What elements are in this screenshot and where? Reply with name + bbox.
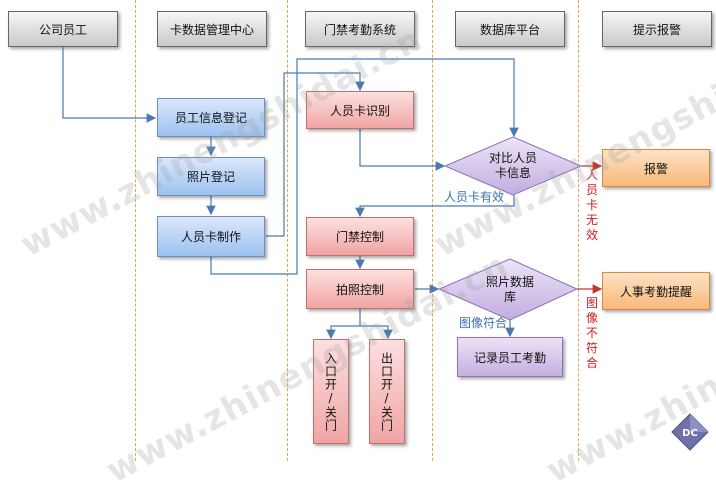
lane-header-database: 数据库平台 (455, 11, 565, 47)
node-card-make: 人员卡制作 (157, 216, 265, 257)
label-card-valid: 人员卡有效 (444, 190, 505, 204)
lane-divider (287, 0, 288, 461)
label-image-match: 图像符合 (459, 316, 508, 330)
lane-header-card-center: 卡数据管理中心 (157, 11, 267, 47)
node-access-control: 门禁控制 (306, 217, 414, 256)
node-entrance-door: 入口开/关门 (313, 339, 349, 444)
decision-compare-card (443, 136, 583, 196)
node-attendance-reminder: 人事考勤提醒 (602, 272, 710, 310)
dc-logo: DC (671, 413, 709, 451)
lane-header-access-system: 门禁考勤系统 (305, 11, 415, 47)
node-employee-register: 员工信息登记 (157, 98, 265, 137)
decision-shapes (437, 136, 583, 321)
node-alarm: 报警 (602, 149, 710, 187)
node-exit-door: 出口开/关门 (369, 339, 405, 444)
node-photo-register: 照片登记 (157, 157, 265, 196)
connectors (62, 47, 603, 340)
lane-header-alarm: 提示报警 (602, 11, 712, 47)
edge-card-to-recognize (266, 72, 365, 237)
edge-compare-to-access (355, 195, 515, 218)
svg-text:DC: DC (682, 428, 698, 439)
lane-header-employee: 公司员工 (8, 11, 118, 47)
node-record-attendance: 记录员工考勤 (457, 337, 563, 377)
edge-recognize-to-compare (359, 129, 446, 171)
flowchart-canvas: 公司员工 卡数据管理中心 门禁考勤系统 数据库平台 提示报警 (8, 0, 716, 491)
node-card-recognize: 人员卡识别 (306, 91, 414, 129)
compare-card-label: 对比人员卡信息 (488, 151, 537, 180)
lane-divider (135, 0, 136, 461)
lane-divider (578, 0, 579, 461)
label-image-mismatch: 图像不符合 (585, 296, 598, 370)
edge-employee-to-register (62, 47, 157, 123)
photo-db-label: 照片数据库 (485, 275, 534, 304)
decision-photo-db (437, 258, 579, 321)
edge-photo-to-entrance (326, 309, 361, 340)
node-photo-control: 拍照控制 (306, 269, 414, 309)
edge-photo-to-exit (360, 325, 393, 340)
lane-divider (432, 0, 433, 461)
label-card-invalid: 人员卡无效 (585, 168, 598, 242)
edge-card-to-compare (210, 58, 519, 275)
